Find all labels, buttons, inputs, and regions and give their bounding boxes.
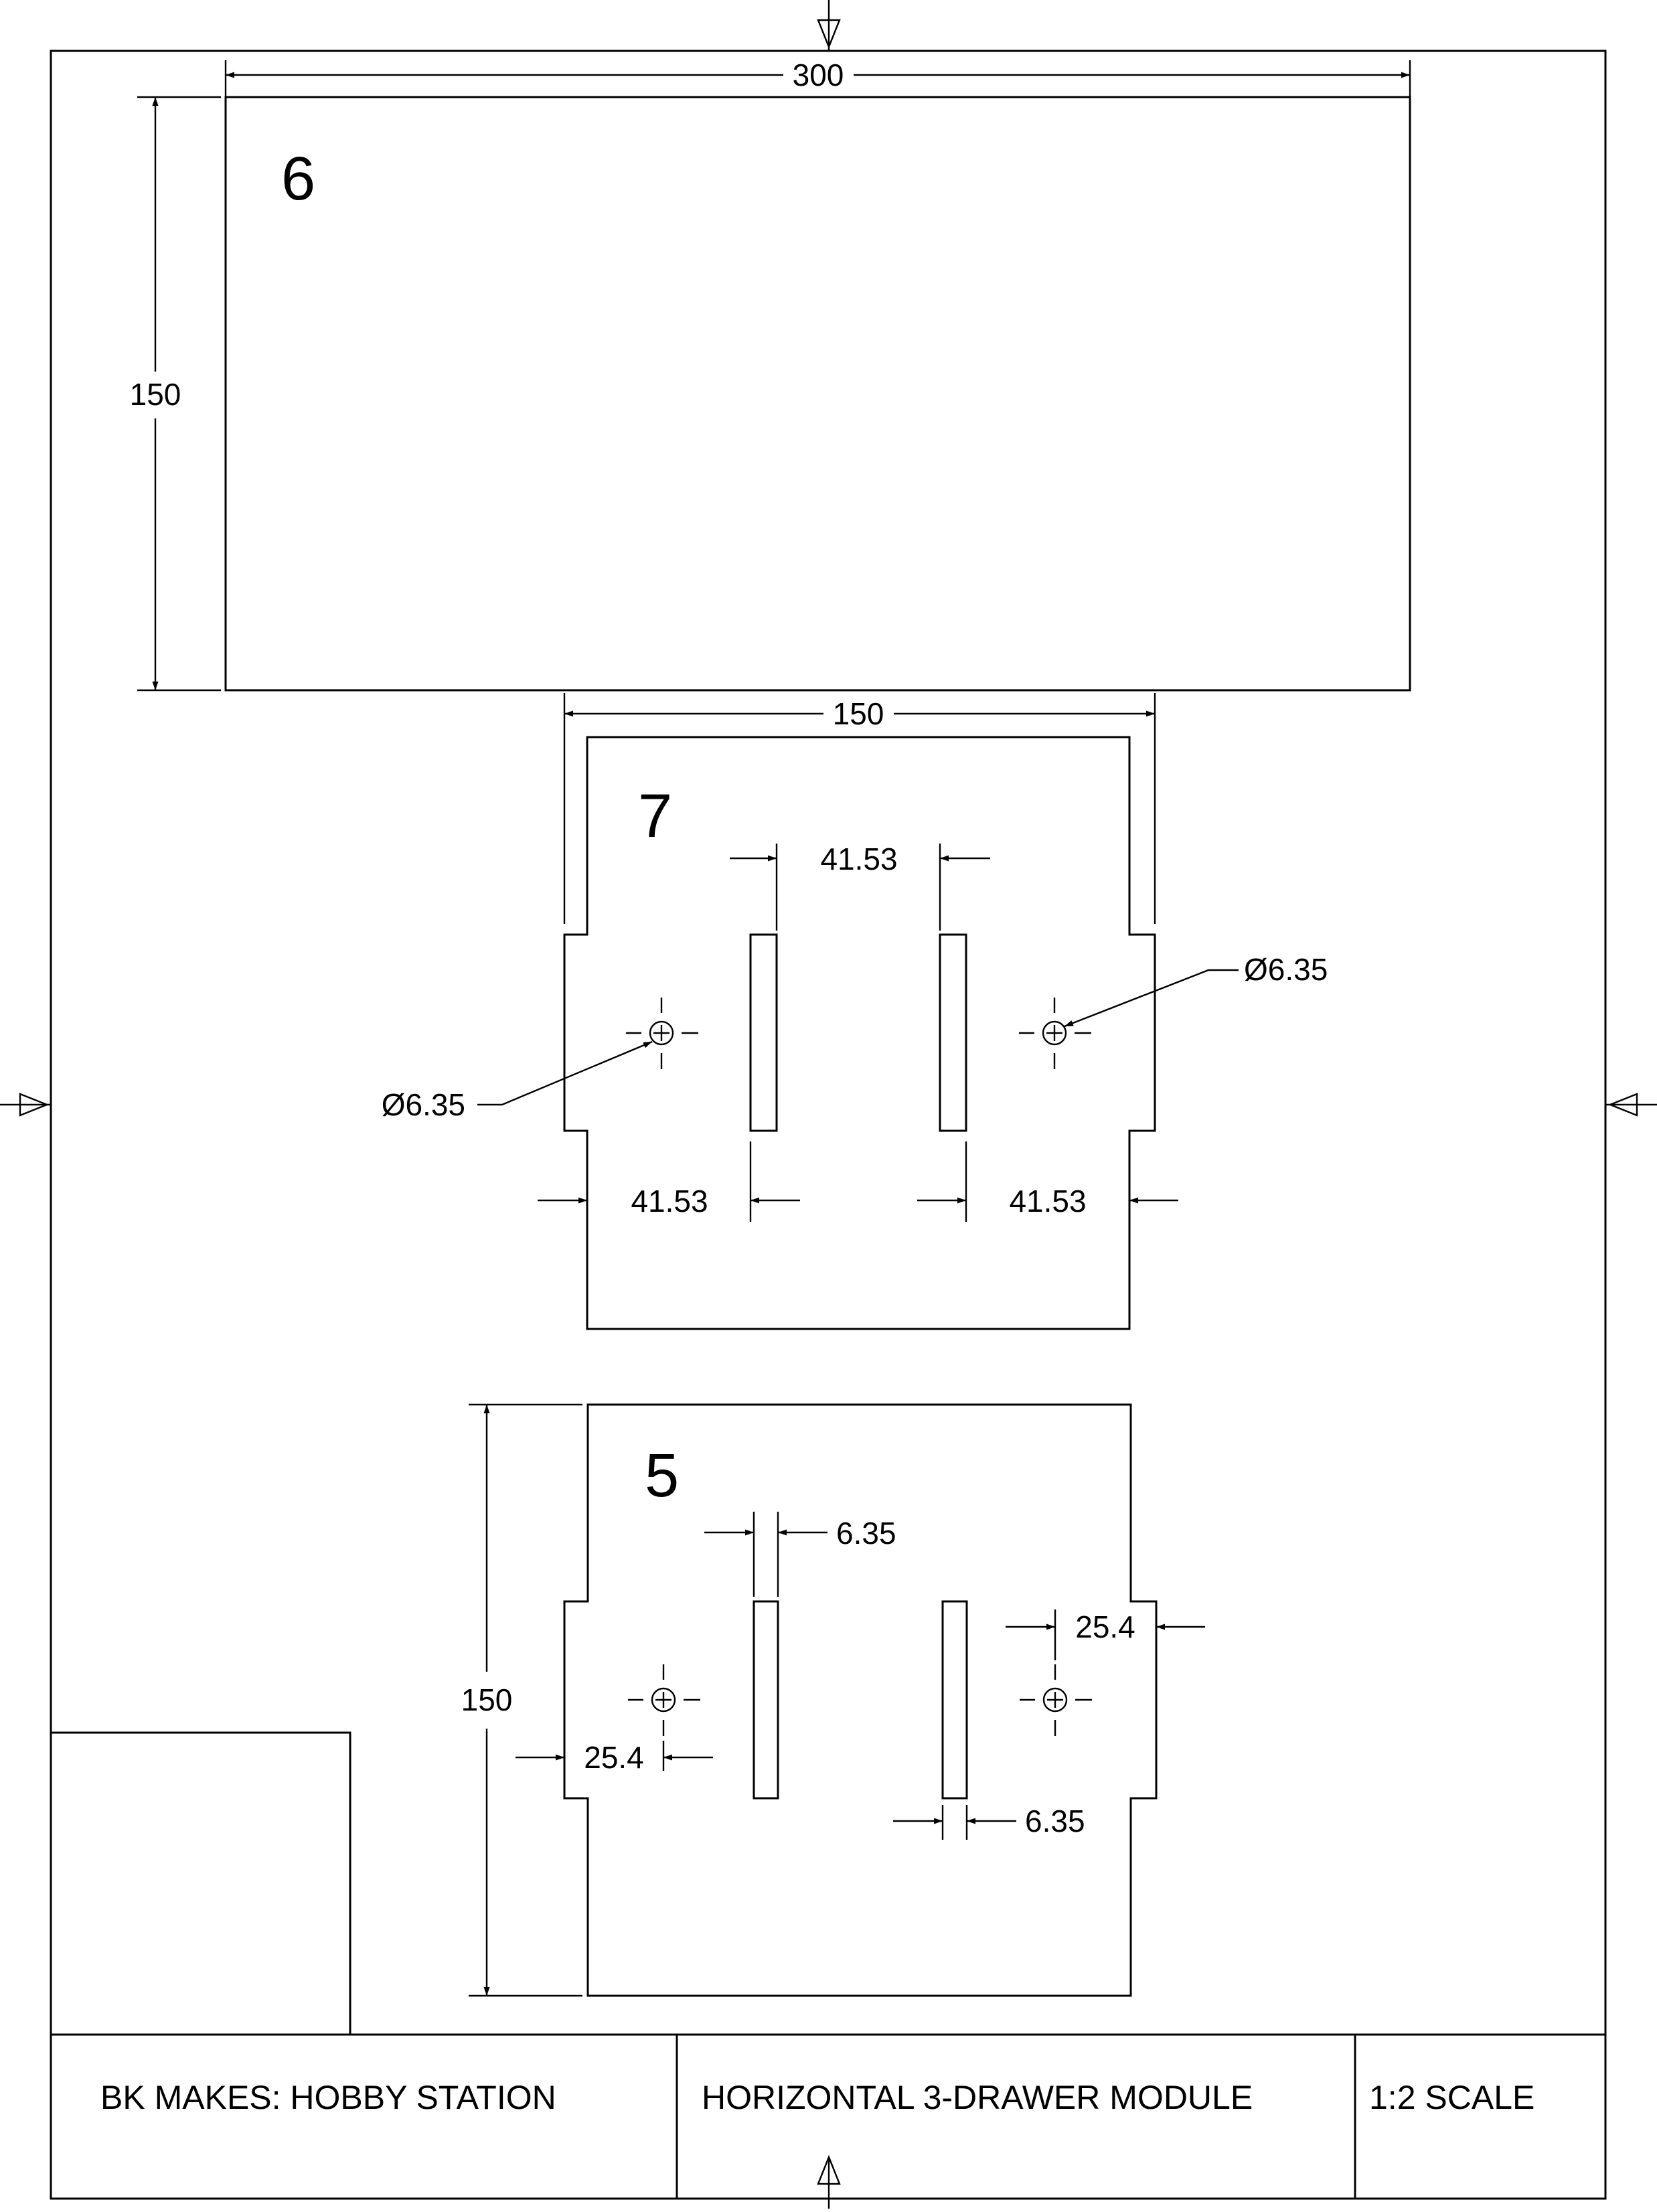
centering-mark-top [817,0,841,51]
part-5-height-dimension: 150 [461,1403,582,1997]
part-5-hole-left [628,1664,700,1736]
part-7-hole-left-label: Ø6.35 [382,1087,465,1122]
part-6-number: 6 [281,145,315,213]
part-7-slot-gap-dimension: 41.53 [730,842,990,931]
part-7-hole-right-callout: Ø6.35 [1064,952,1328,1028]
part-5: 5 150 [461,1403,1205,1997]
part-5-slot-width-bottom-label: 6.35 [1025,1804,1085,1838]
sheet-border [50,50,1607,2200]
part-5-hole-offset-left-dimension: 25.4 [516,1740,713,1775]
sheet-frame: BK MAKES: HOBBY STATION HORIZONTAL 3-DRA… [50,50,1607,2200]
part-7-width-label: 150 [833,696,884,731]
part-5-hole-right [1020,1664,1092,1736]
part-7-left-offset-dimension: 41.53 [538,1141,800,1222]
title-block-drawing-title: HORIZONTAL 3-DRAWER MODULE [702,2079,1253,2116]
title-block-project: BK MAKES: HOBBY STATION [100,2079,556,2116]
revision-box [50,1731,351,2036]
part-7-hole-right-label: Ø6.35 [1244,952,1328,987]
part-7-width-dimension: 150 [563,693,1156,924]
part-5-number: 5 [645,1441,679,1510]
part-7-right-offset-dimension: 41.53 [917,1141,1178,1222]
centering-mark-bottom [817,2154,841,2209]
part-6-width-dimension: 300 [224,58,1411,97]
part-6: 6 300 150 [130,58,1411,692]
part-5-slot-left [753,1600,779,1800]
part-6-height-dimension: 150 [130,96,221,692]
part-5-hole-offset-right-dimension: 25.4 [1006,1609,1205,1660]
centering-mark-left [0,1093,51,1117]
part-6-width-label: 300 [793,58,844,92]
centering-mark-right [1605,1093,1657,1117]
part-7-right-offset-label: 41.53 [1009,1184,1086,1218]
title-block-scale: 1:2 SCALE [1369,2079,1534,2116]
part-7-slot-left [749,933,778,1132]
part-5-height-label: 150 [461,1682,513,1717]
part-7-hole-left-callout: Ø6.35 [382,1040,653,1122]
part-7: 7 150 [382,693,1328,1330]
part-5-hole-offset-left-label: 25.4 [584,1740,644,1775]
part-6-outline [224,96,1411,692]
part-7-hole-right [1019,998,1091,1069]
part-5-slot-width-bottom-dimension: 6.35 [893,1804,1085,1840]
part-5-slot-right [941,1600,968,1800]
part-5-hole-offset-right-label: 25.4 [1075,1609,1135,1644]
part-7-outline [563,736,1156,1330]
part-5-outline [563,1403,1158,1997]
part-5-slot-width-top-dimension: 6.35 [704,1512,896,1597]
part-7-left-offset-label: 41.53 [631,1184,708,1218]
part-7-slot-gap-label: 41.53 [820,842,897,876]
part-7-slot-right [939,933,967,1132]
part-7-number: 7 [638,782,672,850]
part-5-slot-width-top-label: 6.35 [836,1516,896,1551]
part-6-height-label: 150 [130,377,181,412]
part-7-hole-left [626,998,698,1069]
